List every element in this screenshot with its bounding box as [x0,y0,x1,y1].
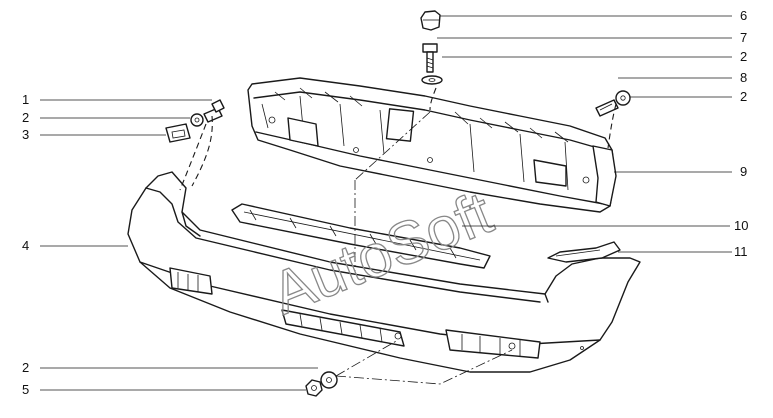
callout-7: 7 [740,30,747,45]
callouts-left: 1 2 3 4 2 5 [22,92,318,397]
trim-strip-part-11 [547,241,621,263]
rear-beam-part-9 [247,77,617,213]
callout-10: 10 [734,218,748,233]
callout-5: 5 [22,382,29,397]
callout-2-bottom: 2 [22,360,29,375]
clip-part-3 [165,123,191,143]
washer-part-2-right [615,90,631,106]
washer-part-2-bottom [320,371,338,389]
bolt-part-1 [203,99,225,123]
buffer-part-6 [420,10,441,31]
assembly-lines [179,87,617,385]
callout-9: 9 [740,164,747,179]
callout-2-left: 2 [22,110,29,125]
callout-6: 6 [740,8,747,23]
callout-8: 8 [740,70,747,85]
callout-1: 1 [22,92,29,107]
nut-part-5 [305,379,323,397]
washer-part-2-left [190,113,204,127]
callout-4: 4 [22,238,29,253]
washer-part-2-top [421,75,443,85]
callout-11: 11 [734,244,748,259]
callout-2-right: 2 [740,89,747,104]
bumper-cover-part-4 [127,171,641,373]
bolt-part-8 [595,99,619,117]
bolt-part-7 [422,43,438,73]
callout-3: 3 [22,127,29,142]
center-guide-part-10 [231,203,491,269]
callouts-right: 6 7 2 8 2 9 10 11 [437,8,748,259]
callout-2-top: 2 [740,49,747,64]
